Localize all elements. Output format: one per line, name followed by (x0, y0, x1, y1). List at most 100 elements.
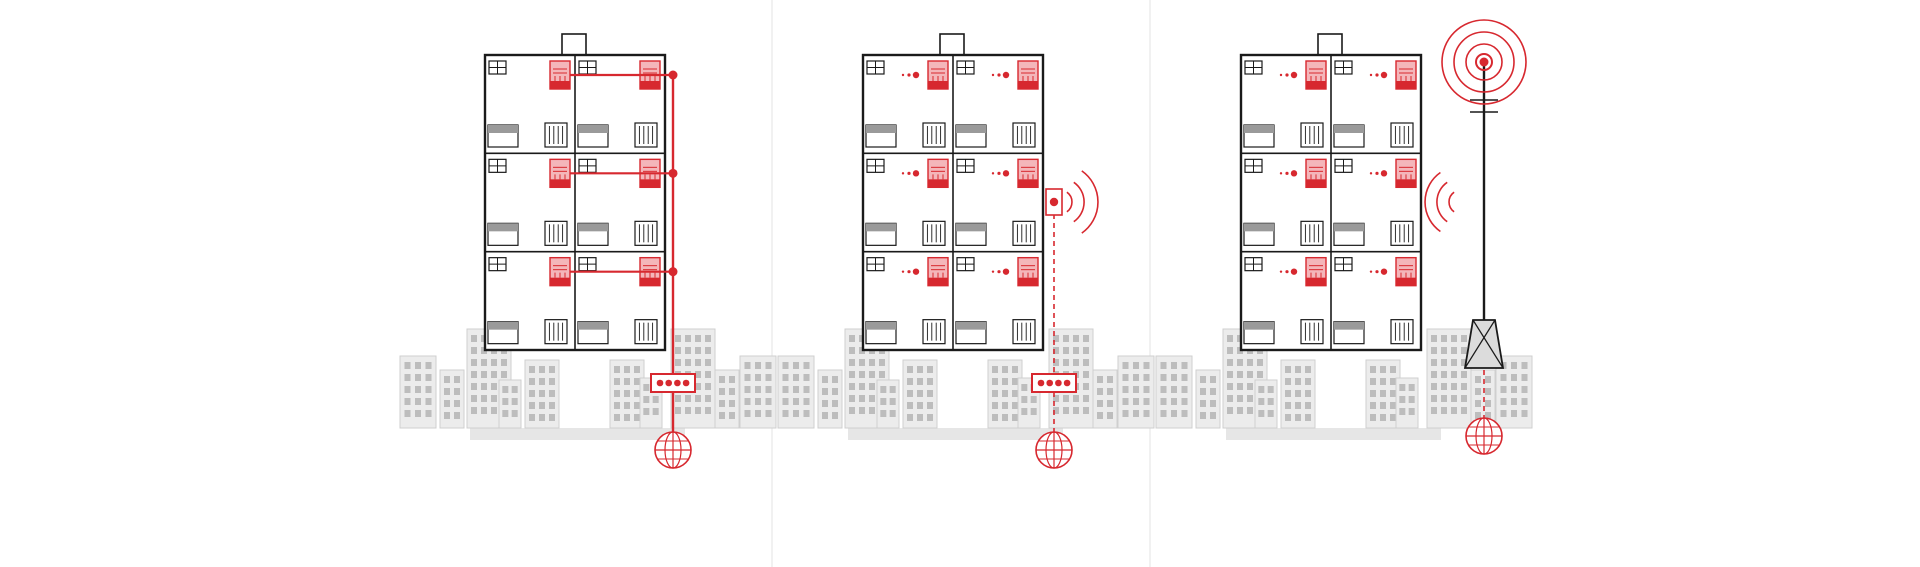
background-window (415, 386, 421, 393)
background-building (1280, 359, 1316, 429)
apartment-unit (955, 256, 1039, 345)
device-icon (1017, 60, 1039, 90)
background-window (1441, 395, 1447, 402)
background-window (1431, 383, 1437, 390)
background-window (889, 398, 896, 405)
background-window (1500, 386, 1507, 393)
background-window (755, 386, 761, 393)
background-window (1097, 400, 1103, 407)
background-building (1195, 369, 1221, 429)
device-icon (549, 256, 571, 287)
background-window (471, 407, 477, 414)
background-window (1461, 335, 1467, 342)
background-window (404, 386, 411, 393)
background-window (415, 410, 421, 417)
radiator-icon (634, 220, 658, 246)
background-window (1122, 410, 1129, 417)
background-window (1247, 359, 1253, 366)
background-window (675, 335, 681, 342)
signal-dots (1279, 71, 1298, 79)
background-window (744, 362, 751, 369)
background-window (1237, 383, 1243, 390)
background-window (793, 410, 799, 417)
background-window (1451, 383, 1457, 390)
background-window (1083, 371, 1089, 378)
background-window (471, 335, 477, 342)
signal-dot (1369, 73, 1373, 77)
background-window (1063, 347, 1069, 354)
background-window (502, 386, 509, 393)
background-window (1511, 386, 1517, 393)
background-window (793, 362, 799, 369)
background-window (907, 390, 913, 397)
background-window (765, 398, 772, 405)
background-window (765, 410, 772, 417)
signal-dots (991, 268, 1010, 275)
background-window (1012, 414, 1018, 421)
background-window (803, 398, 810, 405)
wifi-waves-icon (1066, 170, 1099, 234)
background-window (1210, 400, 1216, 407)
background-building (498, 379, 522, 429)
background-window (1485, 376, 1491, 383)
device-base (1306, 81, 1326, 89)
panel-mobile-tower (1155, 19, 1533, 455)
background-window (1267, 410, 1274, 417)
background-window (1257, 371, 1263, 378)
background-window (880, 410, 887, 417)
background-window (1305, 366, 1311, 373)
background-window (675, 407, 681, 414)
radiator-icon (922, 319, 946, 345)
background-window (1521, 386, 1528, 393)
device-base (1018, 179, 1038, 188)
background-window (880, 386, 887, 393)
background-building (399, 355, 437, 429)
signal-dot (1290, 170, 1298, 177)
signal-dot (1369, 270, 1373, 273)
background-window (471, 383, 477, 390)
background-window (822, 400, 828, 407)
background-window (634, 414, 640, 421)
background-window (1227, 383, 1233, 390)
background-window (1370, 402, 1376, 409)
background-window (404, 374, 411, 381)
background-window (634, 378, 640, 385)
background-window (705, 371, 711, 378)
background-window (849, 395, 855, 402)
background-window (502, 398, 509, 405)
router-body (1031, 373, 1077, 393)
background-window (539, 366, 545, 373)
background-window (471, 395, 477, 402)
background-window (992, 414, 998, 421)
background-window (803, 362, 810, 369)
background-window (1295, 366, 1301, 373)
background-window (425, 398, 432, 405)
background-window (1097, 376, 1103, 383)
broadcast-rings (1441, 19, 1527, 105)
background-window (529, 366, 535, 373)
background-window (793, 386, 799, 393)
background-window (1002, 402, 1008, 409)
background-window (1399, 396, 1406, 403)
cabinet-icon (865, 321, 897, 345)
signal-dots (901, 268, 920, 275)
background-window (1021, 396, 1028, 403)
apartment-unit (577, 60, 661, 148)
background-window (992, 390, 998, 397)
background-window (822, 376, 828, 383)
background-window (1461, 383, 1467, 390)
cabinet-top (578, 223, 608, 232)
background-window (1511, 362, 1517, 369)
background-window (1133, 374, 1139, 381)
background-window (549, 390, 555, 397)
device-icon (927, 60, 949, 90)
router-icon (1031, 373, 1077, 393)
router-led (665, 379, 672, 387)
background-window (849, 347, 855, 354)
signal-dot (1369, 172, 1373, 175)
signal-dot (1002, 170, 1010, 177)
background-window (1073, 395, 1079, 402)
background-building-body (1395, 377, 1419, 429)
background-window (1431, 395, 1437, 402)
background-window (719, 412, 725, 419)
